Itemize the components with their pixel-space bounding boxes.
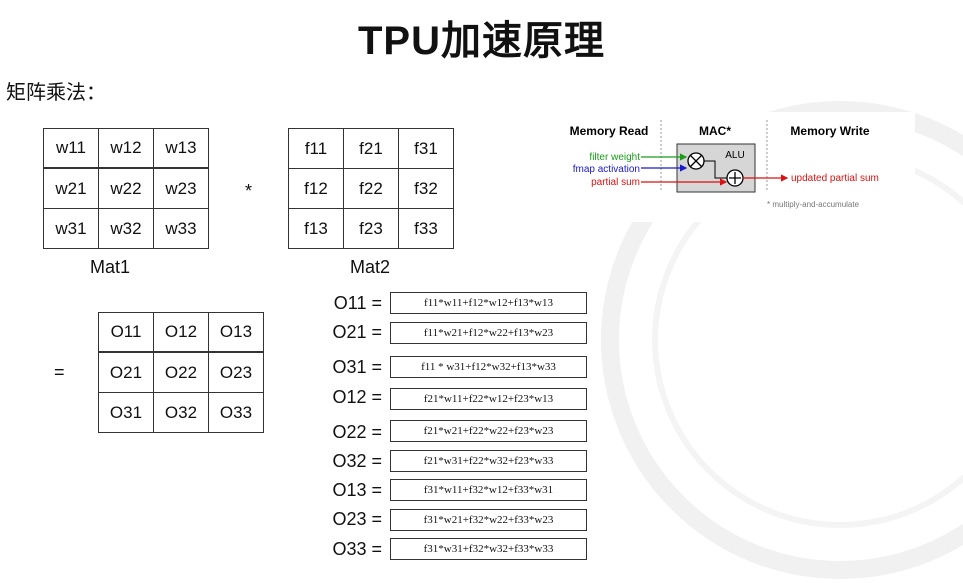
header-memory-read: Memory Read xyxy=(570,124,649,138)
matrix-cell: f11 xyxy=(289,129,344,169)
matrix-cell: w23 xyxy=(154,169,209,209)
section-subtitle: 矩阵乘法： xyxy=(6,82,106,104)
matrix-cell: O13 xyxy=(209,313,264,353)
equation-rhs: f11*w21+f12*w22+f13*w23 xyxy=(390,322,587,344)
equation-rhs: f21*w11+f22*w12+f23*w13 xyxy=(390,388,587,410)
matrix-cell: O12 xyxy=(154,313,209,353)
matrix-cell: w31 xyxy=(44,209,99,249)
equation-lhs: O23 = xyxy=(332,509,382,529)
matrix-cell: f23 xyxy=(344,209,399,249)
equals-operator: = xyxy=(54,362,65,382)
matrix-cell: w13 xyxy=(154,129,209,169)
matrix-cell: w33 xyxy=(154,209,209,249)
matrix-cell: f13 xyxy=(289,209,344,249)
matrix-cell: w32 xyxy=(99,209,154,249)
matrix-cell: f33 xyxy=(399,209,454,249)
equation-rhs: f11*w11+f12*w12+f13*w13 xyxy=(390,292,587,314)
label-fmap-activation: fmap activation xyxy=(573,164,640,175)
matrix-cell: w11 xyxy=(44,129,99,169)
equation-lhs: O21 = xyxy=(332,322,382,342)
matrix-cell: O21 xyxy=(99,353,154,393)
matrix-cell: O23 xyxy=(209,353,264,393)
equation-rhs: f21*w31+f22*w32+f23*w33 xyxy=(390,450,587,472)
mat2-label: Mat2 xyxy=(350,257,391,277)
equation-lhs: O33 = xyxy=(332,539,382,559)
equation-rhs: f11 * w31+f12*w32+f13*w33 xyxy=(390,356,587,378)
matrix-result: O11 O12 O13 O21 O22 O23 O31 O32 O33 xyxy=(98,312,264,433)
equation-lhs: O32 = xyxy=(332,451,382,471)
equation-rhs: f31*w11+f32*w12+f33*w31 xyxy=(390,479,587,501)
mac-diagram: Memory Read MAC* Memory Write ALU filter… xyxy=(555,112,915,222)
label-partial-sum: partial sum xyxy=(591,177,640,188)
matrix-cell: O32 xyxy=(154,393,209,433)
equation-rhs: f31*w21+f32*w22+f33*w23 xyxy=(390,509,587,531)
matrix-cell: O31 xyxy=(99,393,154,433)
matrix-cell: w22 xyxy=(99,169,154,209)
matrix-cell: f32 xyxy=(399,169,454,209)
footnote: * multiply-and-accumulate xyxy=(767,200,860,209)
label-updated-partial-sum: updated partial sum xyxy=(791,173,879,184)
matrix-cell: w21 xyxy=(44,169,99,209)
equation-lhs: O12 = xyxy=(332,387,382,407)
header-memory-write: Memory Write xyxy=(790,124,869,138)
matrix-cell: O22 xyxy=(154,353,209,393)
equation-lhs: O11 = xyxy=(333,293,382,313)
matrix-mat2: f11 f21 f31 f12 f22 f32 f13 f23 f33 xyxy=(288,128,454,249)
page-title: TPU加速原理 xyxy=(358,19,605,63)
equation-rhs: f31*w31+f32*w32+f33*w33 xyxy=(390,538,587,560)
label-filter-weight: filter weight xyxy=(589,152,640,163)
matrix-mat1: w11 w12 w13 w21 w22 w23 w31 w32 w33 xyxy=(43,128,209,249)
matrix-cell: O11 xyxy=(99,313,154,353)
matrix-cell: f21 xyxy=(344,129,399,169)
alu-label: ALU xyxy=(725,150,744,161)
equation-lhs: O13 = xyxy=(332,480,382,500)
equation-lhs: O22 = xyxy=(332,422,382,442)
matrix-cell: f22 xyxy=(344,169,399,209)
equation-lhs: O31 = xyxy=(332,357,382,377)
matrix-cell: f12 xyxy=(289,169,344,209)
multiply-operator: * xyxy=(245,181,253,201)
equation-rhs: f21*w21+f22*w22+f23*w23 xyxy=(390,420,587,442)
mat1-label: Mat1 xyxy=(90,257,131,277)
matrix-cell: w12 xyxy=(99,129,154,169)
header-mac: MAC* xyxy=(699,124,731,138)
matrix-cell: f31 xyxy=(399,129,454,169)
matrix-cell: O33 xyxy=(209,393,264,433)
